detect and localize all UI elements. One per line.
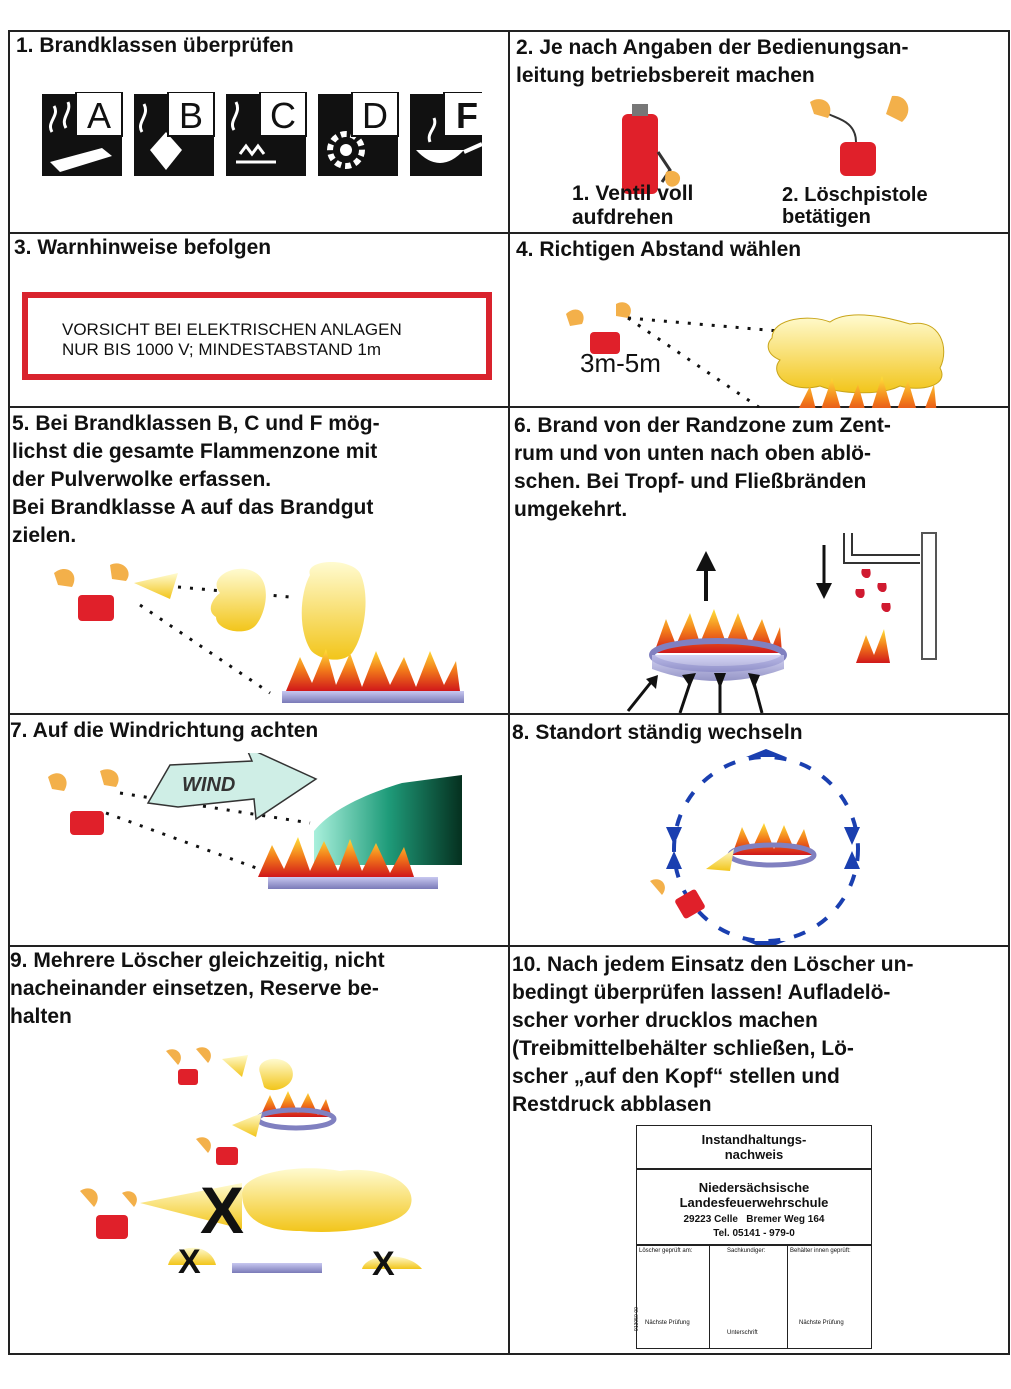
maintenance-card-phone: Tel. 05141 - 979-0 [713, 1228, 795, 1239]
maintenance-card: Instandhaltungs- nachweis Niedersächsisc… [633, 1125, 872, 1349]
round-fire-pan-icon [649, 609, 787, 681]
extinguisher-icon [566, 302, 631, 354]
step-caption-valve: 1. Ventil voll aufdrehen [572, 182, 694, 229]
wrong-mark-large: X [200, 1173, 244, 1247]
grid-border-left [8, 30, 10, 1355]
flame-zone-illustration [54, 561, 464, 703]
warning-label-box: VORSICHT BEI ELEKTRISCHEN ANLAGEN NUR BI… [22, 292, 492, 380]
step-caption-pistol: 2. Löschpistole betätigen [782, 184, 928, 228]
section-8-title: 8. Standort ständig wechseln [512, 721, 803, 744]
section-3-title: 3. Warnhinweise befolgen [14, 236, 272, 259]
fire-class-f-label: F [456, 95, 478, 136]
section-6: 6. Brand von der Randzone zum Zent- rum … [510, 408, 1008, 713]
extinguisher-icon [48, 769, 119, 835]
extinguisher-icon [54, 563, 178, 621]
section-2-title: 2. Je nach Angaben der Bedienungsan- lei… [516, 36, 909, 87]
wrong-mark-small-2: X [372, 1245, 395, 1283]
grid-border-right [1008, 30, 1010, 1355]
section-6-title: 6. Brand von der Randzone zum Zent- rum … [514, 414, 891, 521]
extinguisher-icon [80, 1188, 137, 1239]
section-7: 7. Auf die Windrichtung achten WIND [10, 715, 508, 945]
section-9: 9. Mehrere Löscher gleichzeitig, nicht n… [10, 947, 508, 1353]
fire-pan-icon [282, 649, 464, 703]
powder-cloud-icon [767, 314, 945, 394]
fire-class-d-label: D [362, 95, 388, 136]
position-change-illustration [650, 749, 860, 945]
maintenance-card-col-divider-2 [787, 1244, 788, 1348]
wind-arrow-icon: WIND [146, 753, 318, 821]
maintenance-card-divider-2 [637, 1244, 871, 1246]
fire-class-c-label: C [270, 95, 296, 136]
grid-row-line-2 [8, 406, 1010, 408]
extinguisher-icon [196, 1113, 262, 1165]
maintenance-card-address: 29223 Celle Bremer Weg 164 [683, 1214, 825, 1225]
distance-label: 3m-5m [580, 348, 661, 378]
maintenance-card-signature: Unterschrift [727, 1330, 758, 1336]
distance-illustration [566, 302, 945, 408]
round-fire-pan-icon [727, 823, 817, 868]
extinguisher-valve-icon [622, 104, 681, 194]
grid-row-line-3 [8, 713, 1010, 715]
extinguisher-pistol-icon [810, 95, 909, 176]
grid-row-line-1 [8, 232, 1010, 234]
maintenance-card-next-3: Nächste Prüfung [799, 1320, 844, 1326]
maintenance-card-col-3: Behälter innen geprüft: [790, 1248, 851, 1254]
fire-class-f-icon: F [410, 92, 482, 176]
extinguisher-icon [650, 879, 705, 919]
section-8: 8. Standort ständig wechseln [510, 715, 1008, 945]
wind-label: WIND [182, 774, 235, 796]
wrong-mark-small-1: X [178, 1243, 201, 1281]
section-1-title: 1. Brandklassen überprüfen [16, 34, 294, 57]
fire-pan-icon [258, 837, 438, 889]
section-5-title: 5. Bei Brandklassen B, C und F mög- lich… [12, 412, 380, 547]
maintenance-card-col-divider-1 [709, 1244, 710, 1348]
fire-class-a-icon: A [42, 92, 123, 176]
section-9-title: 9. Mehrere Löscher gleichzeitig, nicht n… [10, 949, 385, 1028]
maintenance-card-side-code: 913050-00 [633, 1307, 640, 1331]
section-4: 4. Richtigen Abstand wählen 3m-5m [510, 234, 1008, 408]
section-10-title: 10. Nach jedem Einsatz den Löscher un- b… [512, 953, 914, 1116]
multiple-extinguishers-illustration: X X X [80, 1047, 422, 1283]
fire-class-b-icon: B [134, 92, 215, 176]
section-4-title: 4. Richtigen Abstand wählen [516, 238, 802, 261]
fire-class-a-label: A [87, 95, 111, 136]
fire-pan-icon [799, 376, 937, 408]
maintenance-card-heading: Instandhaltungs- nachweis [701, 1132, 807, 1162]
section-5: 5. Bei Brandklassen B, C und F mög- lich… [10, 408, 508, 713]
wind-direction-illustration: WIND [48, 753, 462, 889]
maintenance-card-org: Niedersächsische Landesfeuerwehrschule [679, 1180, 829, 1210]
fire-class-d-icon: D [318, 92, 399, 176]
drip-fire-icon [843, 532, 937, 663]
warning-line-2: NUR BIS 1000 V; MINDESTABSTAND 1m [62, 340, 381, 359]
fire-class-c-icon: C [226, 92, 307, 176]
fire-class-b-label: B [179, 95, 203, 136]
maintenance-card-col-1: Löscher geprüft am: [639, 1248, 693, 1254]
grid-row-line-4 [8, 945, 1010, 947]
section-7-title: 7. Auf die Windrichtung achten [10, 719, 319, 742]
extinguish-direction-illustration [626, 532, 937, 713]
section-1: 1. Brandklassen überprüfen A B [10, 32, 508, 232]
maintenance-card-col-2: Sachkundiger: [727, 1248, 766, 1254]
maintenance-card-divider-1 [637, 1168, 871, 1170]
grid-center-line [508, 30, 510, 1355]
section-10: 10. Nach jedem Einsatz den Löscher un- b… [510, 947, 1008, 1353]
section-2: 2. Je nach Angaben der Bedienungsan- lei… [510, 32, 1008, 232]
fire-class-icons: A B C [42, 92, 482, 176]
extinguisher-step-illustrations [622, 95, 909, 194]
maintenance-card-next-1: Nächste Prüfung [645, 1320, 690, 1326]
extinguisher-icon [166, 1047, 211, 1085]
round-fire-pan-icon [255, 1091, 337, 1131]
section-3: 3. Warnhinweise befolgen VORSICHT BEI EL… [10, 234, 508, 406]
warning-line-1: VORSICHT BEI ELEKTRISCHEN ANLAGEN [62, 320, 402, 339]
